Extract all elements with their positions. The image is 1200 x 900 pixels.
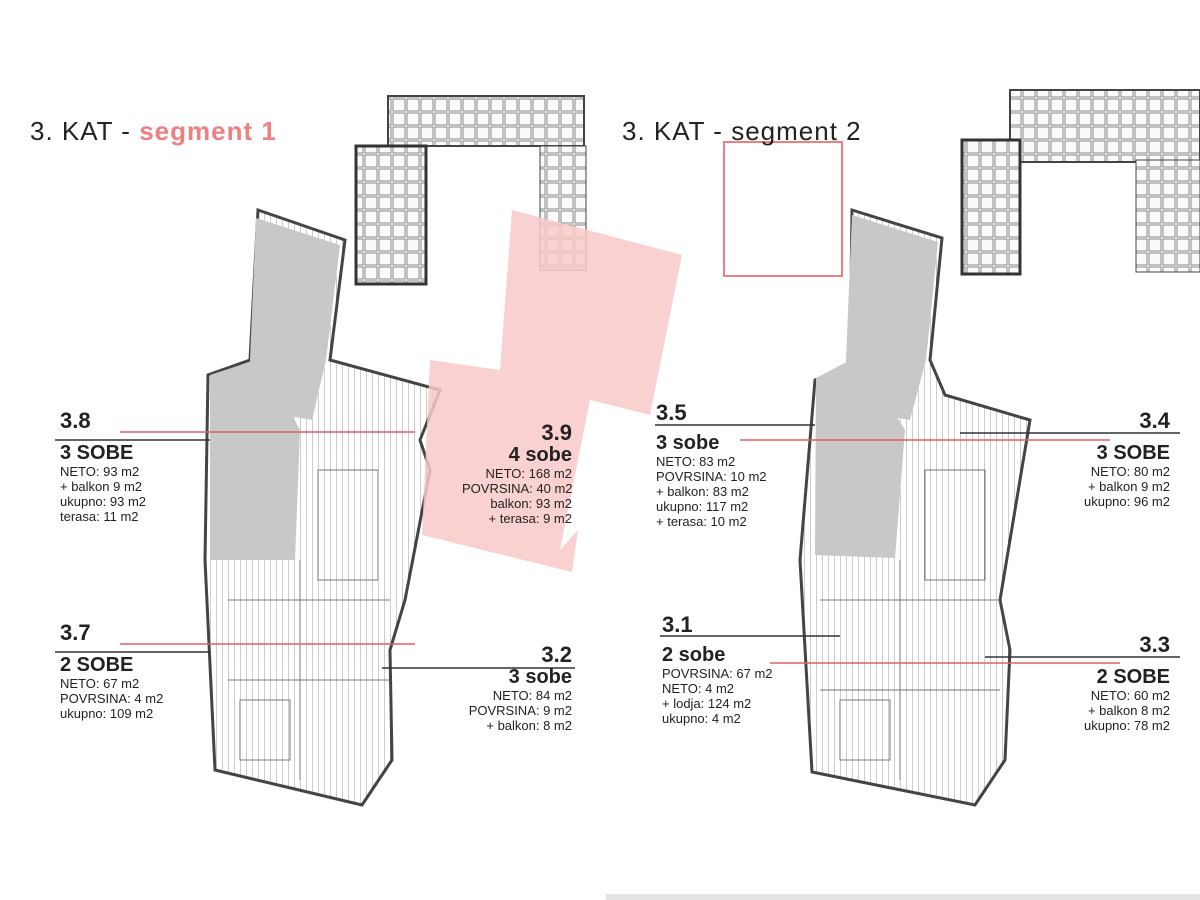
unit-label-3-7: 3.7 2 SOBE NETO: 67 m2 POVRSINA: 4 m2 uk… — [60, 620, 164, 722]
segment-1-unit-3-8-lower-area — [210, 358, 300, 560]
unit-detail: ukupno: 109 m2 — [60, 706, 154, 721]
bottom-divider — [606, 894, 1200, 900]
unit-rooms: 3 sobe — [656, 432, 720, 454]
unit-detail: POVRSINA: 9 m2 — [468, 703, 572, 718]
unit-rooms: 3 SOBE — [1096, 442, 1170, 464]
unit-rooms: 2 sobe — [662, 644, 726, 666]
segment-2-east-wing — [1135, 159, 1200, 273]
unit-code: 3.8 — [60, 408, 91, 433]
unit-detail: + balkon 9 m2 — [1087, 479, 1170, 494]
unit-detail: POVRSINA: 67 m2 — [662, 666, 773, 681]
unit-detail: ukupno: 93 m2 — [60, 494, 147, 509]
segment-2-west-wing — [960, 138, 1022, 276]
unit-detail: ukupno: 78 m2 — [1083, 718, 1170, 733]
unit-detail: + balkon: 83 m2 — [656, 484, 749, 499]
unit-label-3-9: 3.9 4 sobe NETO: 168 m2 POVRSINA: 40 m2 … — [462, 420, 573, 527]
unit-rooms: 3 sobe — [508, 666, 572, 688]
unit-detail: POVRSINA: 10 m2 — [656, 469, 767, 484]
unit-code: 3.2 — [541, 642, 572, 667]
segment-1-title: 3. KAT - segment 1 — [30, 116, 277, 147]
unit-rooms: 2 SOBE — [60, 654, 134, 676]
unit-detail: + balkon 9 m2 — [60, 479, 143, 494]
unit-detail: terasa: 11 m2 — [60, 509, 139, 524]
unit-detail: NETO: 83 m2 — [656, 454, 736, 469]
segment-1-west-wing — [354, 144, 428, 286]
segment-1-title-segment: segment 1 — [139, 116, 277, 146]
unit-rooms: 2 SOBE — [1096, 666, 1170, 688]
unit-detail: + balkon: 8 m2 — [486, 718, 572, 733]
unit-detail: NETO: 60 m2 — [1090, 688, 1170, 703]
segment-2-unit-3-5-area — [846, 215, 938, 420]
unit-detail: ukupno: 117 m2 — [656, 499, 749, 514]
unit-code: 3.9 — [541, 420, 572, 445]
unit-label-3-8: 3.8 3 SOBE NETO: 93 m2 + balkon 9 m2 uku… — [60, 408, 147, 525]
unit-detail: + terasa: 9 m2 — [488, 511, 572, 526]
unit-detail: + terasa: 10 m2 — [656, 514, 747, 529]
unit-detail: NETO: 168 m2 — [485, 466, 572, 481]
segment-2-north-wing — [1009, 89, 1200, 163]
unit-detail: balkon: 93 m2 — [490, 496, 572, 511]
unit-code: 3.7 — [60, 620, 91, 645]
unit-detail: + balkon 8 m2 — [1087, 703, 1170, 718]
unit-label-3-4: 3.4 3 SOBE NETO: 80 m2 + balkon 9 m2 uku… — [1060, 408, 1170, 510]
segment-1-plan — [203, 95, 682, 807]
segment-1-north-wing — [387, 95, 585, 147]
unit-detail: NETO: 4 m2 — [662, 681, 735, 696]
unit-detail: NETO: 67 m2 — [60, 676, 140, 691]
leader-lines — [55, 424, 1180, 669]
unit-rooms: 3 SOBE — [60, 442, 134, 464]
segment-2-unit-3-5-lower-area — [815, 355, 905, 558]
unit-rooms: 4 sobe — [508, 444, 572, 466]
segment-1-unit-3-8-area — [250, 218, 340, 420]
unit-detail: NETO: 93 m2 — [60, 464, 140, 479]
unit-detail: POVRSINA: 4 m2 — [60, 691, 164, 706]
unit-label-3-5: 3.5 3 sobe NETO: 83 m2 POVRSINA: 10 m2 +… — [656, 400, 767, 530]
unit-label-3-2: 3.2 3 sobe NETO: 84 m2 POVRSINA: 9 m2 + … — [462, 642, 572, 734]
unit-detail: + lodja: 124 m2 — [662, 696, 752, 711]
unit-code: 3.4 — [1139, 408, 1170, 433]
segment-1-title-prefix: 3. KAT - — [30, 116, 131, 146]
unit-label-3-1: 3.1 2 sobe POVRSINA: 67 m2 NETO: 4 m2 + … — [662, 612, 773, 727]
unit-code: 3.5 — [656, 400, 687, 425]
unit-detail: NETO: 80 m2 — [1090, 464, 1170, 479]
unit-detail: ukupno: 4 m2 — [662, 711, 741, 726]
segment-2-title-segment: segment 2 — [731, 116, 862, 146]
unit-detail: POVRSINA: 40 m2 — [462, 481, 573, 496]
unit-code: 3.3 — [1139, 632, 1170, 657]
segment-2-title: 3. KAT - segment 2 — [622, 116, 862, 147]
segment-2-plan — [723, 89, 1200, 807]
segment-1-unit-3-9-highlight — [422, 210, 682, 572]
segment-1-interior-walls — [228, 469, 390, 780]
unit-detail: ukupno: 96 m2 — [1083, 494, 1170, 509]
unit-code: 3.1 — [662, 612, 693, 637]
unit-label-3-3: 3.3 2 SOBE NETO: 60 m2 + balkon 8 m2 uku… — [1060, 632, 1170, 734]
segment-2-highlight-frame — [723, 141, 843, 277]
segment-2-interior-walls — [820, 469, 1000, 780]
unit-detail: NETO: 84 m2 — [492, 688, 572, 703]
segment-2-title-prefix: 3. KAT - — [622, 116, 723, 146]
